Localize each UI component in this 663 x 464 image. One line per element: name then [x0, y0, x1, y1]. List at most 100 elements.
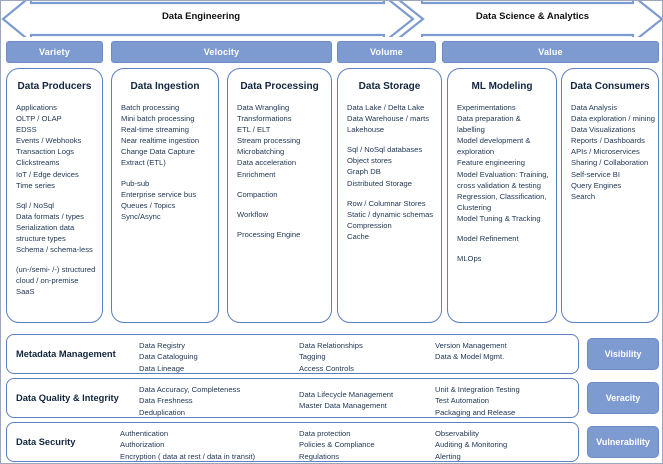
list-item: Auditing & Monitoring [435, 440, 508, 450]
list-item: cloud / on-premise [16, 276, 79, 286]
list-item: Authentication [120, 429, 169, 438]
badge-visibility[interactable]: Visibility [587, 338, 659, 370]
list-item: Microbatching [237, 147, 285, 157]
list-item: Mini batch processing [121, 114, 195, 124]
list-item: Self-service BI [571, 169, 620, 179]
list-item: Data formats / types [16, 211, 84, 221]
group-spacer [237, 220, 323, 229]
list-item: Sharing / Collaboration [571, 158, 649, 168]
list-item: Regulations [299, 451, 340, 461]
list-item: Unit & Integration Testing [435, 385, 520, 394]
group-spacer [237, 200, 323, 209]
group-spacer [457, 224, 548, 233]
list-item: Cache [347, 231, 369, 241]
list-item: Data Relationships [299, 341, 363, 350]
list-item: Policies & Compliance [299, 440, 375, 450]
list-item: Model Refinement [457, 234, 519, 244]
badge-vulnerability[interactable]: Vulnerability [587, 426, 659, 458]
list-item: Row / Columnar Stores [347, 198, 426, 208]
list-item: Access Controls [299, 363, 354, 373]
group-spacer [237, 180, 323, 189]
data-science-arrow [398, 1, 662, 37]
list-item: labelling [457, 125, 485, 135]
list-item: Near realtime ingestion [121, 136, 200, 146]
list-item: exploration [457, 147, 495, 157]
list-item: Data protection [299, 429, 351, 438]
pillar-bar-velocity[interactable]: Velocity [111, 41, 332, 63]
list-item: Transformations [237, 114, 292, 124]
column-title: Data Ingestion [130, 81, 200, 92]
list-item: Model Evaluation: Training, [457, 169, 549, 179]
phase-arrows-svg [1, 1, 662, 37]
list-item: Workflow [237, 209, 269, 219]
list-item: Data preparation & [457, 114, 521, 124]
list-item: Stream processing [237, 136, 301, 146]
column-title: Data Consumers [570, 81, 650, 92]
list-item: Model development & [457, 136, 531, 146]
group-spacer [16, 191, 94, 200]
phase-label-data-engineering: Data Engineering [161, 11, 241, 22]
list-item: Data Cataloguing [139, 352, 198, 362]
list-item: Object stores [347, 156, 392, 166]
badge-veracity[interactable]: Veracity [587, 382, 659, 414]
list-item: Query Engines [571, 180, 622, 190]
list-item: Observability [435, 429, 479, 438]
list-item: Pub-sub [121, 178, 150, 188]
list-item: Data Accuracy, Completeness [139, 385, 241, 394]
governance-row-data-quality-integrity[interactable]: Data Quality & Integrity Data Accuracy, … [6, 378, 579, 418]
list-item: IoT / Edge devices [16, 169, 79, 179]
list-item: Feature engineering [457, 158, 525, 168]
list-item: EDSS [16, 125, 37, 135]
list-item: cross validation & testing [457, 180, 541, 190]
list-item: OLTP / OLAP [16, 114, 62, 124]
list-item: Compression [347, 220, 392, 230]
column-title: Data Storage [358, 81, 421, 92]
list-item: Data Visualizations [571, 125, 636, 135]
list-item: Data Analysis [571, 103, 618, 112]
list-item: Processing Engine [237, 229, 301, 239]
phase-arrow-band: Data Engineering Data Science & Analytic… [1, 1, 662, 37]
pillar-bar-value[interactable]: Value [442, 41, 659, 63]
list-item: Time series [16, 180, 55, 190]
list-item: Applications [16, 103, 57, 112]
list-item: Change Data Capture [121, 147, 195, 157]
group-spacer [347, 135, 433, 144]
pillar-bar-variety[interactable]: Variety [6, 41, 103, 63]
group-spacer [457, 244, 548, 253]
column-title: ML Modeling [471, 81, 533, 92]
list-item: Version Management [435, 341, 507, 350]
pillar-bar-volume[interactable]: Volume [337, 41, 436, 63]
list-item: Real-time streaming [121, 125, 189, 135]
list-item: Data Lifecycle Management [299, 390, 394, 399]
list-item: Schema / schema-less [16, 245, 93, 255]
list-item: Data Lineage [139, 363, 185, 373]
list-item: Model Tuning & Tracking [457, 213, 541, 223]
list-item: SaaS [16, 287, 35, 297]
list-item: MLOps [457, 254, 482, 264]
list-item: Deduplication [139, 407, 186, 417]
list-item: Master Data Management [299, 401, 387, 411]
list-item: Sync/Async [121, 211, 161, 221]
governance-row-title: Metadata Management [16, 349, 116, 359]
column-title: Data Producers [17, 81, 92, 92]
list-item: Graph DB [347, 167, 381, 177]
list-item: structure types [16, 234, 66, 244]
list-item: Data Registry [139, 341, 186, 350]
list-item: Tagging [299, 352, 326, 362]
list-item: Distributed Storage [347, 178, 413, 188]
list-item: Clickstreams [16, 158, 60, 168]
list-item: Data Wrangling [237, 103, 290, 112]
